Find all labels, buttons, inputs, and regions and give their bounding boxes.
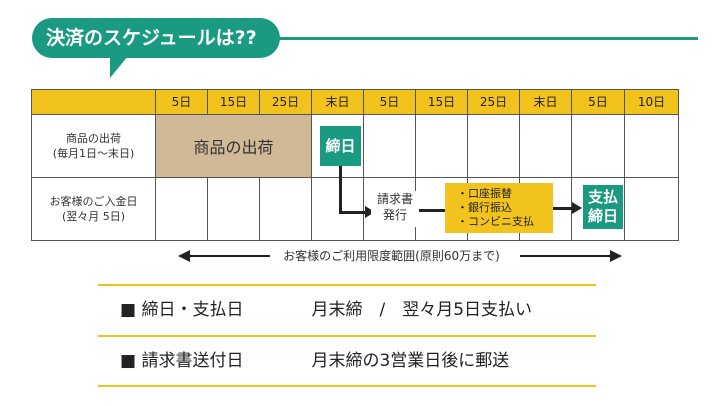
connector-line: [339, 166, 342, 213]
term-value: 月末締 / 翌々月5日支払い: [311, 300, 533, 320]
grid-cell: [259, 177, 312, 241]
term-value: 月末締の3営業日後に郵送: [311, 351, 510, 371]
schedule-title: 決済のスケジュールは??: [46, 27, 257, 49]
column-header: 5日: [155, 89, 208, 115]
row-label-line: 商品の出荷: [66, 132, 121, 145]
column-header: 末日: [519, 89, 572, 115]
grid-cell: [363, 114, 416, 178]
grid-cell: [571, 114, 625, 178]
term-invoice-send: ■ 請求書送付日 月末締の3営業日後に郵送: [120, 349, 509, 373]
grid-cell: [155, 177, 208, 241]
connector-line: [553, 207, 575, 210]
range-line-left: [188, 255, 270, 257]
payment-method-item: ・コンビニ支払: [457, 215, 534, 228]
shipment-period: 商品の出荷: [156, 115, 311, 177]
closing-day-label: 締日: [325, 136, 356, 155]
term-label: 締日・支払日: [141, 300, 244, 320]
grid-cell: [624, 114, 679, 178]
column-header: 15日: [415, 89, 468, 115]
grid-cell: [207, 177, 260, 241]
row-label-payment: お客様のご入金日 (翌々月 5日): [31, 177, 156, 241]
row-label-line: お客様のご入金日: [49, 195, 138, 208]
grid-cell: [519, 114, 572, 178]
invoice-line: 発行: [382, 208, 407, 222]
arrow-right-icon: [610, 250, 622, 262]
speech-bubble-tail-icon: [110, 56, 128, 78]
column-header: 15日: [207, 89, 260, 115]
connector-line: [419, 209, 445, 212]
column-header: 25日: [467, 89, 520, 115]
column-header: 5日: [363, 89, 416, 115]
row-label-line: (翌々月 5日): [61, 210, 126, 223]
arrow-left-icon: [178, 250, 190, 262]
column-header: 25日: [259, 89, 312, 115]
arrow-right-icon: [365, 206, 375, 218]
payment-method-item: ・口座振替: [457, 187, 512, 200]
header-divider: [278, 37, 698, 40]
term-label: 請求書送付日: [141, 351, 244, 371]
row-label-line: (毎月1日〜末日): [52, 147, 135, 160]
header-corner: [31, 89, 156, 115]
shipment-period-label: 商品の出荷: [193, 138, 274, 157]
terms-divider: [98, 385, 596, 387]
payment-due-line: 締日: [587, 207, 618, 225]
column-header: 10日: [624, 89, 679, 115]
payment-method-item: ・銀行振込: [457, 201, 512, 214]
payment-due-line: 支払: [587, 188, 618, 206]
terms-divider: [98, 284, 596, 286]
payment-methods-box: ・口座振替 ・銀行振込 ・コンビニ支払: [445, 183, 553, 233]
column-header: 5日: [571, 89, 625, 115]
connector-line: [339, 211, 367, 214]
row-label-shipment: 商品の出荷 (毎月1日〜末日): [31, 114, 156, 178]
terms-divider: [98, 335, 596, 337]
credit-limit-label: お客様のご利用限度範囲(原則60万まで): [283, 249, 500, 263]
grid-cell: [311, 177, 364, 241]
term-closing-payment: ■ 締日・支払日 月末締 / 翌々月5日支払い: [120, 298, 532, 322]
payment-schedule-table: 5日 15日 25日 末日 5日 15日 25日 末日 5日 10日 商品の出荷…: [31, 89, 679, 241]
grid-cell: [624, 177, 679, 241]
term-bullet-icon: ■: [120, 300, 137, 320]
schedule-title-bubble: 決済のスケジュールは??: [32, 18, 280, 58]
invoice-line: 請求書: [376, 192, 413, 206]
grid-cell: [415, 114, 468, 178]
arrow-right-icon: [572, 202, 582, 214]
closing-day-badge: 締日: [320, 126, 361, 166]
grid-cell: [467, 114, 520, 178]
column-header: 末日: [311, 89, 364, 115]
term-bullet-icon: ■: [120, 351, 137, 371]
invoice-issue: 請求書 発行: [371, 191, 419, 227]
range-line-right: [520, 255, 612, 257]
payment-due-badge: 支払 締日: [583, 185, 623, 229]
